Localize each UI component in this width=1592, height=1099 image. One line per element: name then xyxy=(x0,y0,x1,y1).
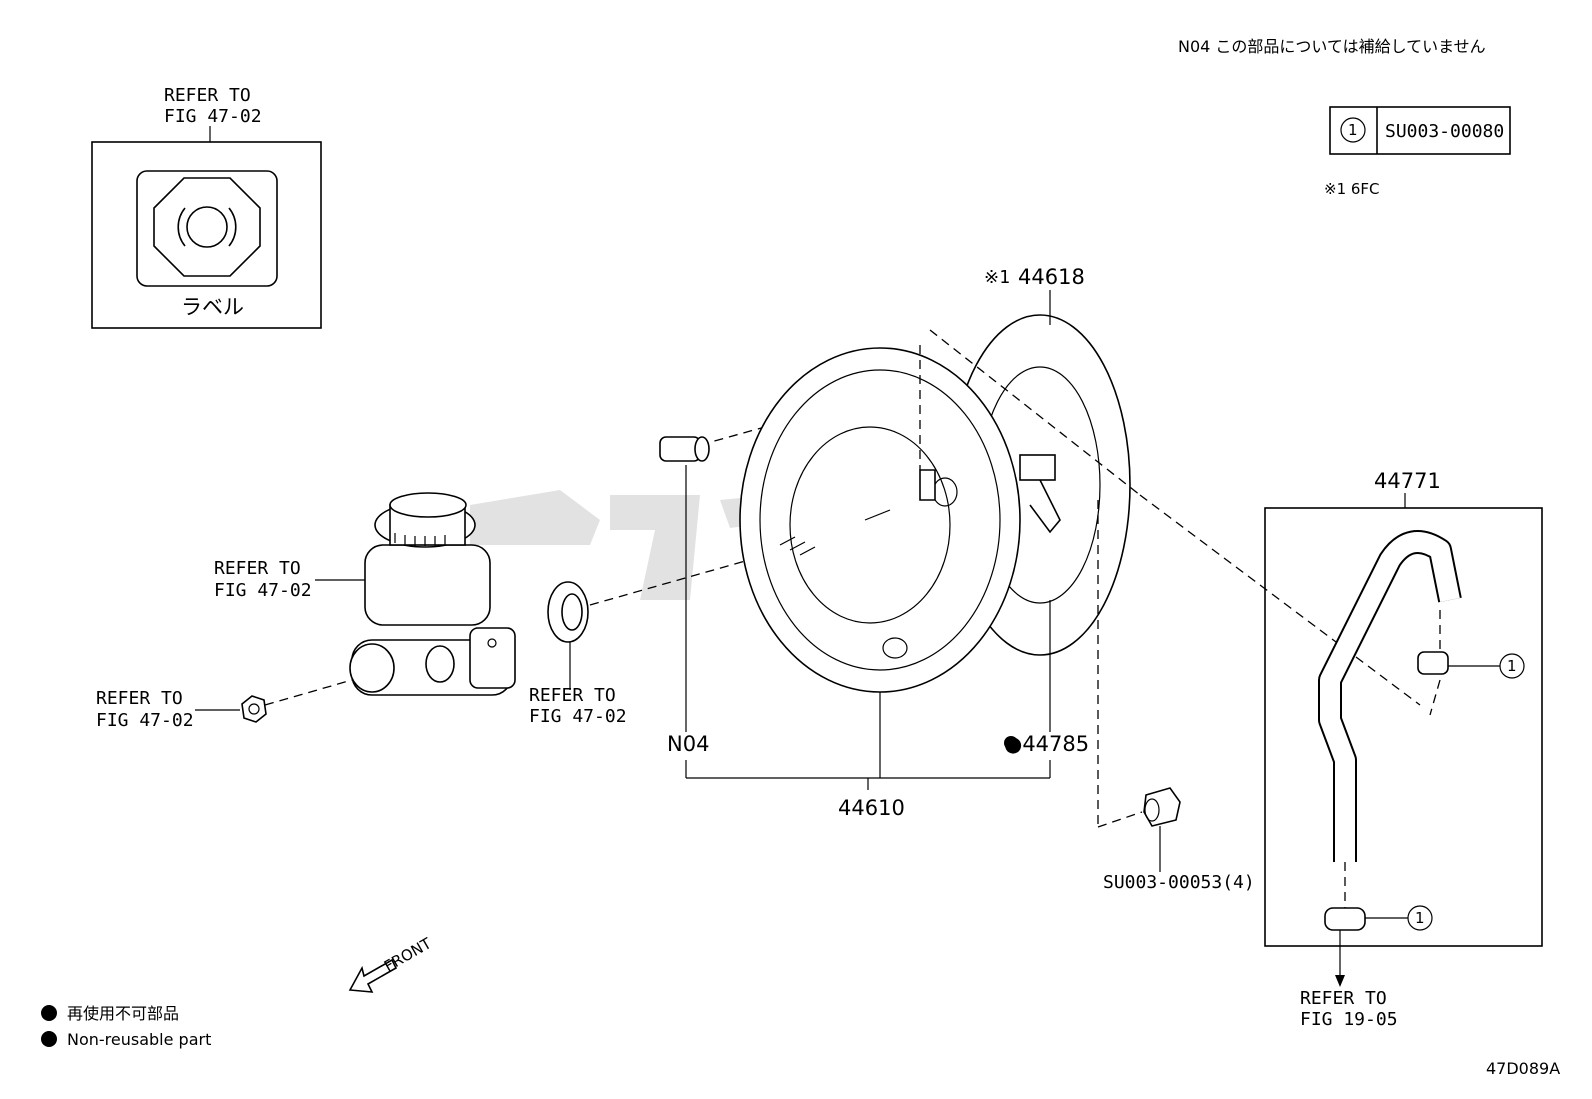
hose-label: 44771 xyxy=(1374,469,1441,493)
nut-ref-1: REFER TO xyxy=(96,688,183,709)
gasket-ref-1: REFER TO xyxy=(529,685,616,706)
gasket-ref-2: FIG 47-02 xyxy=(529,706,627,727)
hose-clip-upper xyxy=(1417,651,1449,675)
bullet-dot-icon xyxy=(1004,736,1018,750)
clip-b-label: 1 xyxy=(1415,909,1425,927)
clip-ref-box xyxy=(1329,106,1511,155)
reservoir-ref-1: REFER TO xyxy=(214,558,301,579)
booster-gasket-label: ●44785 xyxy=(1004,732,1089,756)
check-valve xyxy=(659,436,710,462)
clip-ref-circle: 1 xyxy=(1348,121,1358,139)
figure-code: 47D089A xyxy=(1486,1059,1560,1078)
n04-note: N04 この部品については補給していません xyxy=(1178,37,1486,56)
legend-dot-en xyxy=(41,1031,57,1047)
vacuum-hose xyxy=(1318,530,1462,862)
hose-ref-2: FIG 19-05 xyxy=(1300,1009,1398,1030)
nut-su003 xyxy=(1143,787,1181,827)
booster-label: 44610 xyxy=(838,796,905,820)
booster-alt-part: 44618 xyxy=(1018,265,1085,289)
clip-ref-part: SU003-00080 xyxy=(1385,121,1504,142)
reservoir-ref-2: FIG 47-02 xyxy=(214,580,312,601)
legend-jp: 再使用不可部品 xyxy=(67,1004,179,1023)
booster-mark: ※1 xyxy=(984,267,1010,288)
gasket-ring xyxy=(547,581,589,643)
hose-ref-1: REFER TO xyxy=(1300,988,1387,1009)
nut-ref-2: FIG 47-02 xyxy=(96,710,194,731)
hose-box xyxy=(1264,507,1543,947)
label-caption: ラベル xyxy=(181,295,244,319)
nut-left xyxy=(241,695,267,723)
label-refer-line2: FIG 47-02 xyxy=(164,106,262,127)
octagon-label-icon xyxy=(153,177,261,277)
legend-dot-jp xyxy=(41,1005,57,1021)
legend-en: Non-reusable part xyxy=(67,1030,211,1049)
front-label: FRONT xyxy=(381,934,435,976)
variant-note: ※1 6FC xyxy=(1324,180,1380,198)
label-box xyxy=(91,141,322,329)
master-cylinder xyxy=(349,492,516,696)
hose-clip-lower xyxy=(1324,907,1366,931)
brake-booster xyxy=(739,314,1131,693)
label-refer-line1: REFER TO xyxy=(164,85,251,106)
check-valve-label: N04 xyxy=(667,732,709,756)
clip-a-label: 1 xyxy=(1507,657,1517,675)
front-arrow-icon xyxy=(348,958,398,993)
nut-su003-label: SU003-00053(4) xyxy=(1103,872,1255,893)
